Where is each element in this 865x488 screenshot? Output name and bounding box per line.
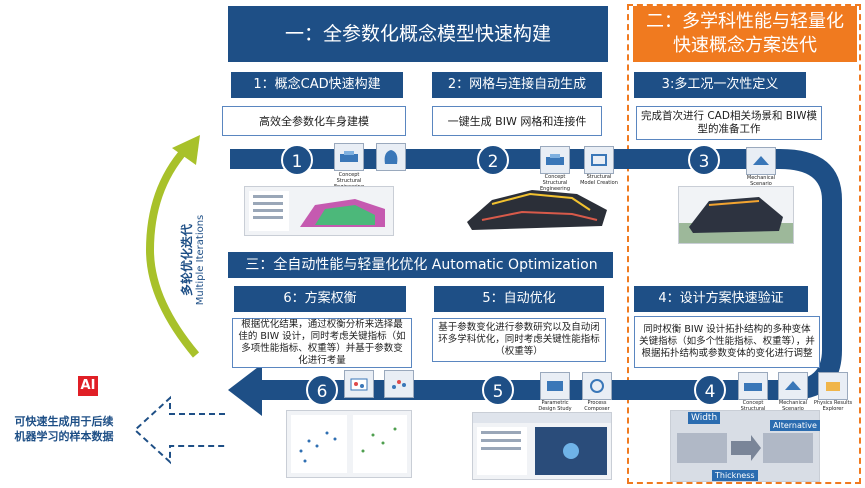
physics-results-explorer-icon [818,372,848,400]
step2-icon1-caption: Concept Structural Engineering [540,174,570,192]
concept-structural-engineering-icon-2 [540,146,570,174]
stage2-title-line2: 快速概念方案迭代 [673,35,817,56]
step5-screenshot [472,412,612,480]
stage1-title: 一：全参数化概念模型快速构建 [228,6,608,62]
stage2-region [627,4,861,484]
step1-number: 1 [281,144,313,176]
step6-desc: 根据优化结果，通过权衡分析来选择最佳的 BIW 设计，同时考虑关键指标（如多项性… [232,318,412,368]
loop-label: 多轮优化迭代 Multiple Iterations [178,200,218,320]
step6-screenshot [286,410,412,478]
ml-caption: 可快速生成用于后续 机器学习的样本数据 [4,414,124,444]
mechanical-scenario-creation-icon-2 [778,372,808,400]
tradeoff-chart-icon [344,370,374,398]
thickness-label: Thickness [712,470,758,481]
ai-badge: AI [78,376,98,396]
stage2-title: 二：多学科性能与轻量化 快速概念方案迭代 [633,6,857,62]
step3-desc: 完成首次进行 CAD相关场景和 BIW模型的准备工作 [636,106,822,140]
step1-label: 1：概念CAD快速构建 [231,72,403,98]
step1-screenshot [244,186,394,236]
step5-icon1-caption: Parametric Design Study [538,400,572,412]
structural-model-creation-icon [584,146,614,174]
step2-number: 2 [477,144,509,176]
flow-arrow-head [228,364,262,416]
step4-desc: 同时权衡 BIW 设计拓扑结构的多种变体关键指标（如多个性能指标、权重等），并根… [634,316,820,368]
loop-label-en: Multiple Iterations [195,214,206,306]
step4-number: 4 [694,374,726,406]
step2-car-mesh-image [462,182,612,234]
concept-structural-engineering-icon [334,143,364,171]
mechanical-scenario-creation-icon [746,147,776,175]
step5-desc: 基于参数变化进行参数研究以及自动闭环多学科优化，同时考虑关键性能指标（权重等） [432,318,606,362]
step2-desc: 一键生成 BIW 网格和连接件 [432,106,602,136]
step6-label: 6：方案权衡 [234,286,406,312]
loop-label-cn: 多轮优化迭代 [180,224,194,297]
parametric-design-study-icon [540,372,570,400]
step2-icon2-caption: Structural Model Creation [580,174,618,186]
step2-label: 2：网格与连接自动生成 [432,72,602,98]
ml-caption-line2: 机器学习的样本数据 [14,430,114,443]
ml-caption-line1: 可快速生成用于后续 [14,415,114,428]
stage2-title-line1: 二：多学科性能与轻量化 [646,11,844,32]
step3-label: 3:多工况一次性定义 [634,72,806,98]
step4-icon3-caption: Physics Results Explorer [813,400,853,412]
flow-band-curve [780,149,842,400]
step1-desc: 高效全参数化车身建模 [222,106,406,136]
scatter-plot-icon [384,370,414,398]
step3-loadcase-image [678,186,794,244]
ml-dashed-arrow [133,395,225,465]
step5-number: 5 [482,374,514,406]
alternative-label: Alternative [770,420,820,431]
loop-arrow [145,147,200,358]
step5-icon2-caption: Process Composer [584,400,610,412]
step4-label: 4：设计方案快速验证 [634,286,808,312]
stage3-band [228,252,613,278]
loop-arrow-head [172,135,200,165]
concept-structural-engineering-icon-3 [738,372,768,400]
step3-number: 3 [688,144,720,176]
width-label: Width [688,412,721,424]
step6-number: 6 [306,374,338,406]
car-part-icon [376,143,406,171]
process-composer-icon [582,372,612,400]
step5-label: 5：自动优化 [434,286,604,312]
stage3-title: 三：全自动性能与轻量化优化 Automatic Optimization [245,257,598,273]
